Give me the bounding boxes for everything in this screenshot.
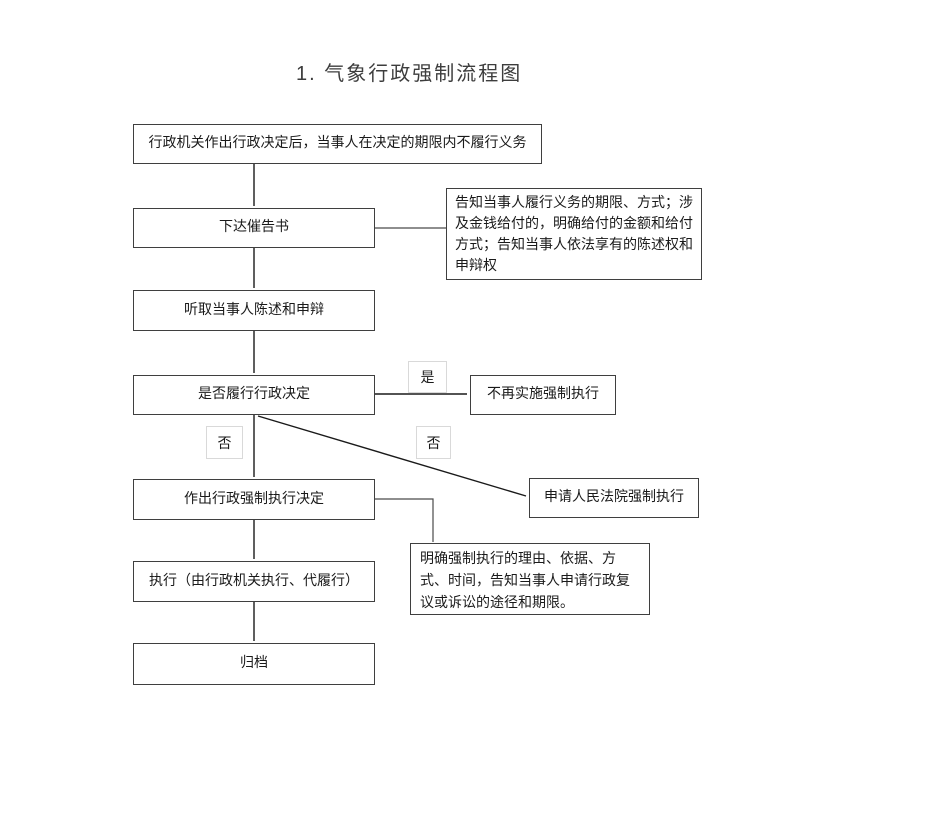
page-title: 1. 气象行政强制流程图 [296, 63, 523, 85]
flow-box-archive: 归档 [133, 643, 375, 685]
flow-box-hear-statement: 听取当事人陈述和申辩 [133, 290, 375, 331]
arrow-decision-no-diagonal [257, 415, 527, 497]
flow-box-decision: 是否履行行政决定 [133, 375, 375, 415]
edge-label-no-1: 否 [206, 426, 243, 459]
flow-box-apply-court: 申请人民法院强制执行 [529, 478, 699, 518]
connector-decision2-to-note [375, 498, 434, 542]
flow-box-issue-notice: 下达催告书 [133, 208, 375, 248]
flow-box-execute: 执行（由行政机关执行、代履行） [133, 561, 375, 602]
flow-box-make-decision: 作出行政强制执行决定 [133, 479, 375, 520]
edge-label-yes: 是 [408, 361, 447, 393]
flow-box-start: 行政机关作出行政决定后，当事人在决定的期限内不履行义务 [133, 124, 542, 164]
note-box-notice: 告知当事人履行义务的期限、方式；涉及金钱给付的，明确给付的金额和给付方式；告知当… [446, 188, 702, 280]
flow-box-no-enforcement: 不再实施强制执行 [470, 375, 616, 415]
note-box-enforcement: 明确强制执行的理由、依据、方式、时间，告知当事人申请行政复议或诉讼的途径和期限。 [410, 543, 650, 615]
edge-label-no-2: 否 [416, 426, 451, 459]
